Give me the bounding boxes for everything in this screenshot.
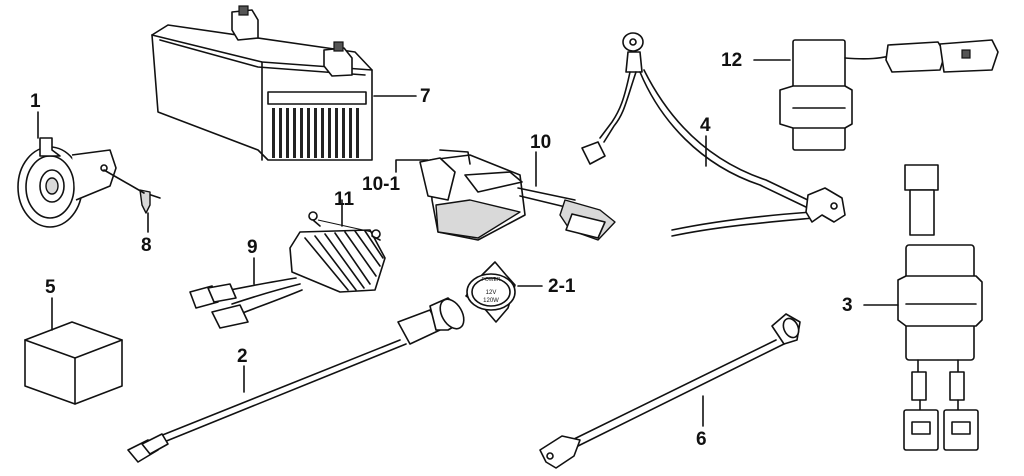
- accessory-socket-cable: [127, 297, 465, 463]
- label-part-10-1: 10-1: [362, 174, 401, 195]
- starter-relay: [419, 149, 616, 241]
- socket-cap-watt-text: 120W: [483, 298, 499, 304]
- label-part-12: 12: [721, 50, 743, 71]
- label-part-7: 7: [420, 86, 431, 107]
- flasher-relay: [779, 39, 999, 151]
- label-part-2-1: 2-1: [548, 276, 576, 297]
- socket-cap-ring-text: POWER: [482, 277, 501, 283]
- label-part-8: 8: [141, 235, 152, 256]
- label-part-4: 4: [700, 115, 711, 136]
- wiring-harness: [581, 32, 846, 237]
- cdi-unit: [897, 164, 983, 451]
- battery: [151, 5, 373, 161]
- label-part-9: 9: [247, 237, 258, 258]
- label-part-10: 10: [530, 132, 552, 153]
- label-part-3: 3: [842, 295, 853, 316]
- socket-cap-voltage-text: 12V: [486, 290, 497, 296]
- socket-cap: [465, 261, 516, 323]
- label-part-6: 6: [696, 429, 707, 450]
- relay-box: [24, 321, 123, 405]
- screw: [103, 169, 161, 214]
- label-part-5: 5: [45, 277, 56, 298]
- horn: [17, 137, 117, 228]
- label-part-1: 1: [30, 91, 41, 112]
- label-part-2: 2: [237, 346, 248, 367]
- screws: [308, 211, 381, 241]
- leader-lines: [37, 59, 899, 427]
- label-part-11: 11: [334, 189, 355, 210]
- battery-cable: [539, 313, 801, 469]
- rectifier-regulator: [189, 229, 386, 329]
